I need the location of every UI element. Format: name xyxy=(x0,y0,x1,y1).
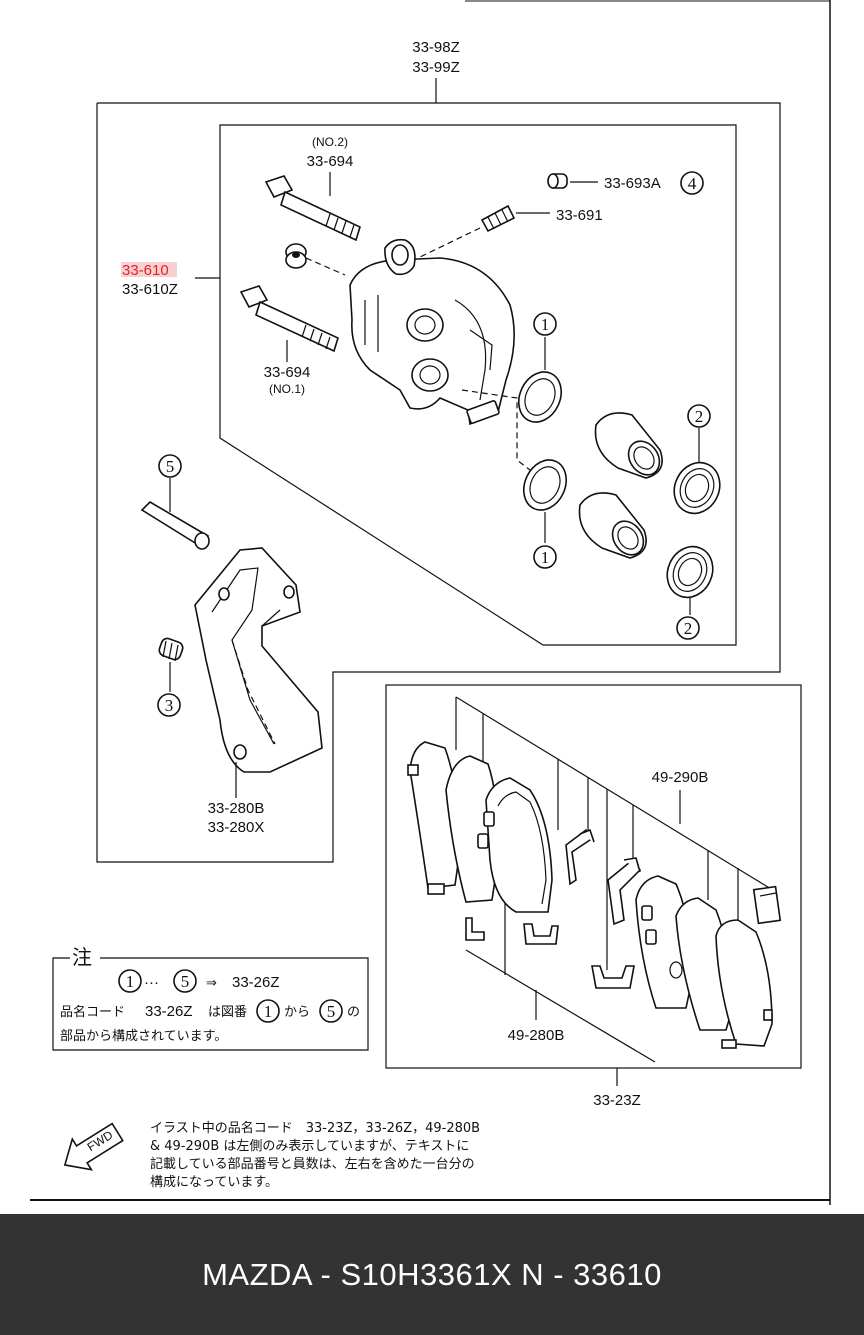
caliper-bracket xyxy=(194,547,323,773)
label-pad-kit: 49-280B xyxy=(508,1027,565,1044)
retainer-spring-1 xyxy=(565,828,595,886)
fwd-note-line1: イラスト中の品名コード 33-23Z，33-26Z，49-280B xyxy=(150,1120,480,1136)
brake-pad-right xyxy=(635,875,693,1009)
label-assembly-99z: 33-99Z xyxy=(412,59,460,76)
caliper-highlight-box xyxy=(121,262,177,277)
label-caliper: 33-610Z xyxy=(122,281,178,298)
fwd-note-line3: 記載している部品番号と員数は、左右を含めた一台分の xyxy=(150,1156,475,1172)
note-line2-from: 1 xyxy=(264,1002,273,1021)
label-bolt-top: 33-694 xyxy=(307,153,354,170)
piston-seal-upper xyxy=(518,371,562,423)
callout-3-circle xyxy=(157,693,181,717)
washer xyxy=(285,243,307,269)
pin-boot xyxy=(158,637,184,662)
pad-set-frame xyxy=(385,684,802,1069)
callout-1-top-circle xyxy=(533,312,557,336)
bolt-top xyxy=(264,175,361,242)
piston-upper xyxy=(594,412,663,479)
label-bolt-bottom: 33-694 xyxy=(264,364,311,381)
note-line2-from-circle xyxy=(256,999,280,1023)
parts-diagram: 33-98Z 33-99Z (NO.2) 33-694 33-694 (NO.1… xyxy=(30,0,831,1205)
footer-bar: MAZDA - S10H3361X N - 33610 xyxy=(0,1214,864,1335)
callout-4-circle xyxy=(680,171,704,195)
callout-2-top-circle xyxy=(687,404,711,428)
outer-shim-right xyxy=(715,919,773,1049)
dust-boot-lower xyxy=(666,545,714,599)
anti-rattle-clip xyxy=(591,965,635,989)
callout-5-circle xyxy=(158,454,182,478)
callout-2-bottom: 2 xyxy=(684,619,693,638)
pad-clip-center xyxy=(523,923,559,945)
note-line2-c: から xyxy=(284,1005,310,1020)
note-range-end: 5 xyxy=(181,972,190,991)
guide-pin xyxy=(140,500,210,550)
label-caliper-highlight: 33-610 xyxy=(122,262,169,279)
caliper-kit-frame xyxy=(219,124,737,646)
label-pad-set: 33-23Z xyxy=(593,1092,641,1109)
retainer-spring-2 xyxy=(607,857,642,926)
callout-2-bottom-circle xyxy=(676,616,700,640)
callout-4: 4 xyxy=(688,174,697,193)
brake-pad-left xyxy=(477,777,553,913)
note-arrow: ⇒ xyxy=(206,976,217,991)
dust-boot-upper xyxy=(673,461,721,515)
caliper-body xyxy=(349,238,515,426)
note-line2-a: 品名コード xyxy=(60,1004,125,1020)
note-range-start-circle xyxy=(118,969,142,993)
fwd-note-line4: 構成になっています。 xyxy=(150,1175,278,1190)
note-line3: 部品から構成されています。 xyxy=(60,1029,227,1044)
note-kit: 33-26Z xyxy=(232,974,280,991)
callout-1-bottom: 1 xyxy=(541,548,550,567)
note-range-start: 1 xyxy=(126,972,135,991)
wear-indicator xyxy=(752,885,782,925)
pad-clip-left xyxy=(465,917,485,941)
label-bolt-bottom-note: (NO.1) xyxy=(269,382,305,396)
bleeder-cap xyxy=(547,173,568,189)
note-line2-code: 33-26Z xyxy=(145,1003,193,1020)
piston-lower xyxy=(578,492,647,559)
bleeder-screw xyxy=(480,204,516,233)
piston-seal-lower xyxy=(523,459,567,511)
callout-2-top: 2 xyxy=(695,407,704,426)
fwd-arrow-icon xyxy=(63,1122,124,1171)
label-shim-kit: 49-290B xyxy=(652,769,709,786)
callout-3: 3 xyxy=(165,696,174,715)
callout-1-bottom-circle xyxy=(533,545,557,569)
label-bracket-280x: 33-280X xyxy=(208,819,265,836)
label-bleeder-cap: 33-693A xyxy=(604,175,661,192)
footer-part-number: MAZDA - S10H3361X N - 33610 xyxy=(202,1256,662,1292)
note-range-end-circle xyxy=(173,969,197,993)
callout-1-top: 1 xyxy=(541,315,550,334)
label-bracket-280b: 33-280B xyxy=(208,800,265,817)
fwd-note-line2: & 49-290B は左側のみ表示していますが、テキストに xyxy=(150,1139,469,1154)
label-assembly-98z: 33-98Z xyxy=(412,39,460,56)
note-line2-to: 5 xyxy=(327,1002,336,1021)
bolt-bottom xyxy=(239,285,339,353)
note-line2-d: の xyxy=(347,1005,360,1020)
label-bolt-top-note: (NO.2) xyxy=(312,135,348,149)
note-title: 注 xyxy=(72,945,92,969)
label-bleeder-screw: 33-691 xyxy=(556,207,603,224)
note-line2-to-circle xyxy=(319,999,343,1023)
note-box xyxy=(52,957,369,1051)
note-range-dots: ··· xyxy=(144,974,159,991)
callout-5: 5 xyxy=(166,457,175,476)
assembly-frame xyxy=(96,102,781,863)
note-line2-b: は図番 xyxy=(208,1005,247,1020)
